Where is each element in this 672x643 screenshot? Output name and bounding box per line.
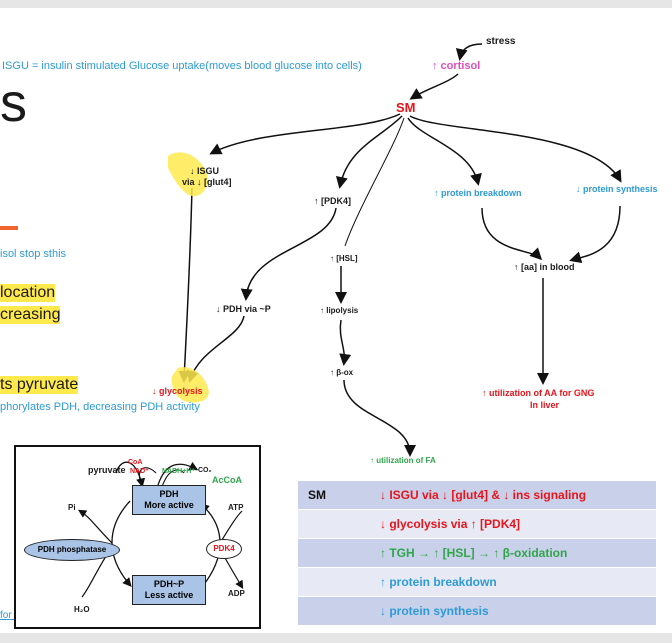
inset-nad: NAD⁺	[130, 468, 149, 475]
table-key-empty	[298, 509, 370, 539]
table-cell: ↓ ISGU via ↓ [glut4] & ↓ ins signaling	[370, 480, 656, 510]
inset-coa: CoA	[128, 459, 143, 466]
util-aa-liver-label: In liver	[530, 400, 560, 410]
left-highlight-2: creasing	[0, 306, 61, 324]
pdk4-ellipse: PDK4	[206, 539, 242, 559]
isgu-definition: ISGU = insulin stimulated Glucose uptake…	[2, 60, 362, 72]
stress-label: stress	[486, 36, 516, 47]
inset-adp: ADP	[228, 589, 245, 598]
left-highlight-1: location	[0, 284, 56, 302]
glycolysis-label: ↓ glycolysis	[152, 386, 203, 396]
cortisol-label: ↑ cortisol	[432, 60, 481, 72]
pdh-p-box: PDH~P Less active	[132, 575, 206, 605]
inset-h2o: H₂O	[74, 605, 90, 614]
table-row: ↑ protein breakdown	[298, 567, 656, 597]
table-cell: ↑ protein breakdown	[370, 567, 656, 597]
slide: ISGU = insulin stimulated Glucose uptake…	[0, 8, 672, 633]
pdh-p-label: ↓ PDH via ~P	[216, 304, 271, 314]
pdh-active-line1: PDH	[159, 489, 179, 499]
inset-pyruvate: pyruvate	[88, 465, 126, 475]
beta-ox-label: ↑ β-ox	[330, 368, 354, 377]
aa-blood-label: ↑ [aa] in blood	[514, 262, 575, 272]
pdh-active-box: PDH More active	[132, 485, 206, 515]
inset-atp: ATP	[228, 503, 244, 512]
table-row: ↓ protein synthesis	[298, 596, 656, 625]
table-key-empty	[298, 538, 370, 568]
title-accent-bar	[0, 226, 18, 230]
table-cell: ↓ glycolysis via ↑ [PDK4]	[370, 509, 656, 539]
isgu-label: ↓ ISGU	[190, 166, 220, 176]
pdh-regulation-inset: pyruvate CoA NAD⁺ NADH+H⁺ CO₂ AcCoA PDH …	[14, 445, 261, 629]
inset-nadh: NADH+H⁺	[162, 468, 196, 475]
sm-summary-table: SM ↓ ISGU via ↓ [glut4] & ↓ ins signalin…	[298, 480, 656, 625]
left-note-1: isol stop sthis	[0, 248, 67, 260]
left-highlight-3: ts pyruvate	[0, 376, 79, 394]
lipolysis-label: ↑ lipolysis	[320, 306, 359, 315]
table-row: SM ↓ ISGU via ↓ [glut4] & ↓ ins signalin…	[298, 480, 656, 510]
util-aa-label: ↑ utilization of AA for GNG	[482, 388, 595, 398]
table-key: SM	[298, 480, 370, 510]
diagram-arrows	[168, 43, 622, 457]
left-note-2: phorylates PDH, decreasing PDH activity	[0, 401, 200, 413]
protein-breakdown-label: ↑ protein breakdown	[434, 188, 522, 198]
slide-title-fragment: s	[0, 73, 27, 133]
isgu-via-label: via ↓ [glut4]	[182, 177, 232, 187]
table-cell: ↑ TGH → ↑ [HSL] → ↑ β-oxidation	[370, 538, 656, 568]
table-row: ↓ glycolysis via ↑ [PDK4]	[298, 509, 656, 539]
pdh-active-line2: More active	[144, 500, 194, 510]
hsl-label: ↑ [HSL]	[330, 254, 358, 263]
pdk4-label: ↑ [PDK4]	[314, 196, 352, 206]
sm-label: SM	[396, 100, 416, 115]
inset-accoa: AcCoA	[212, 475, 243, 485]
util-fa-label: ↑ utilization of FA	[370, 456, 436, 465]
table-key-empty	[298, 567, 370, 597]
inset-pi: Pi	[68, 503, 76, 512]
inset-co2: CO₂	[198, 467, 212, 474]
pdh-p-line2: Less active	[144, 590, 194, 600]
pdh-p-line1: PDH~P	[153, 579, 185, 589]
table-cell: ↓ protein synthesis	[370, 596, 656, 625]
pdh-phosphatase-ellipse: PDH phosphatase	[24, 539, 120, 561]
table-row: ↑ TGH → ↑ [HSL] → ↑ β-oxidation	[298, 538, 656, 568]
protein-synthesis-label: ↓ protein synthesis	[576, 184, 658, 194]
table-key-empty	[298, 596, 370, 625]
